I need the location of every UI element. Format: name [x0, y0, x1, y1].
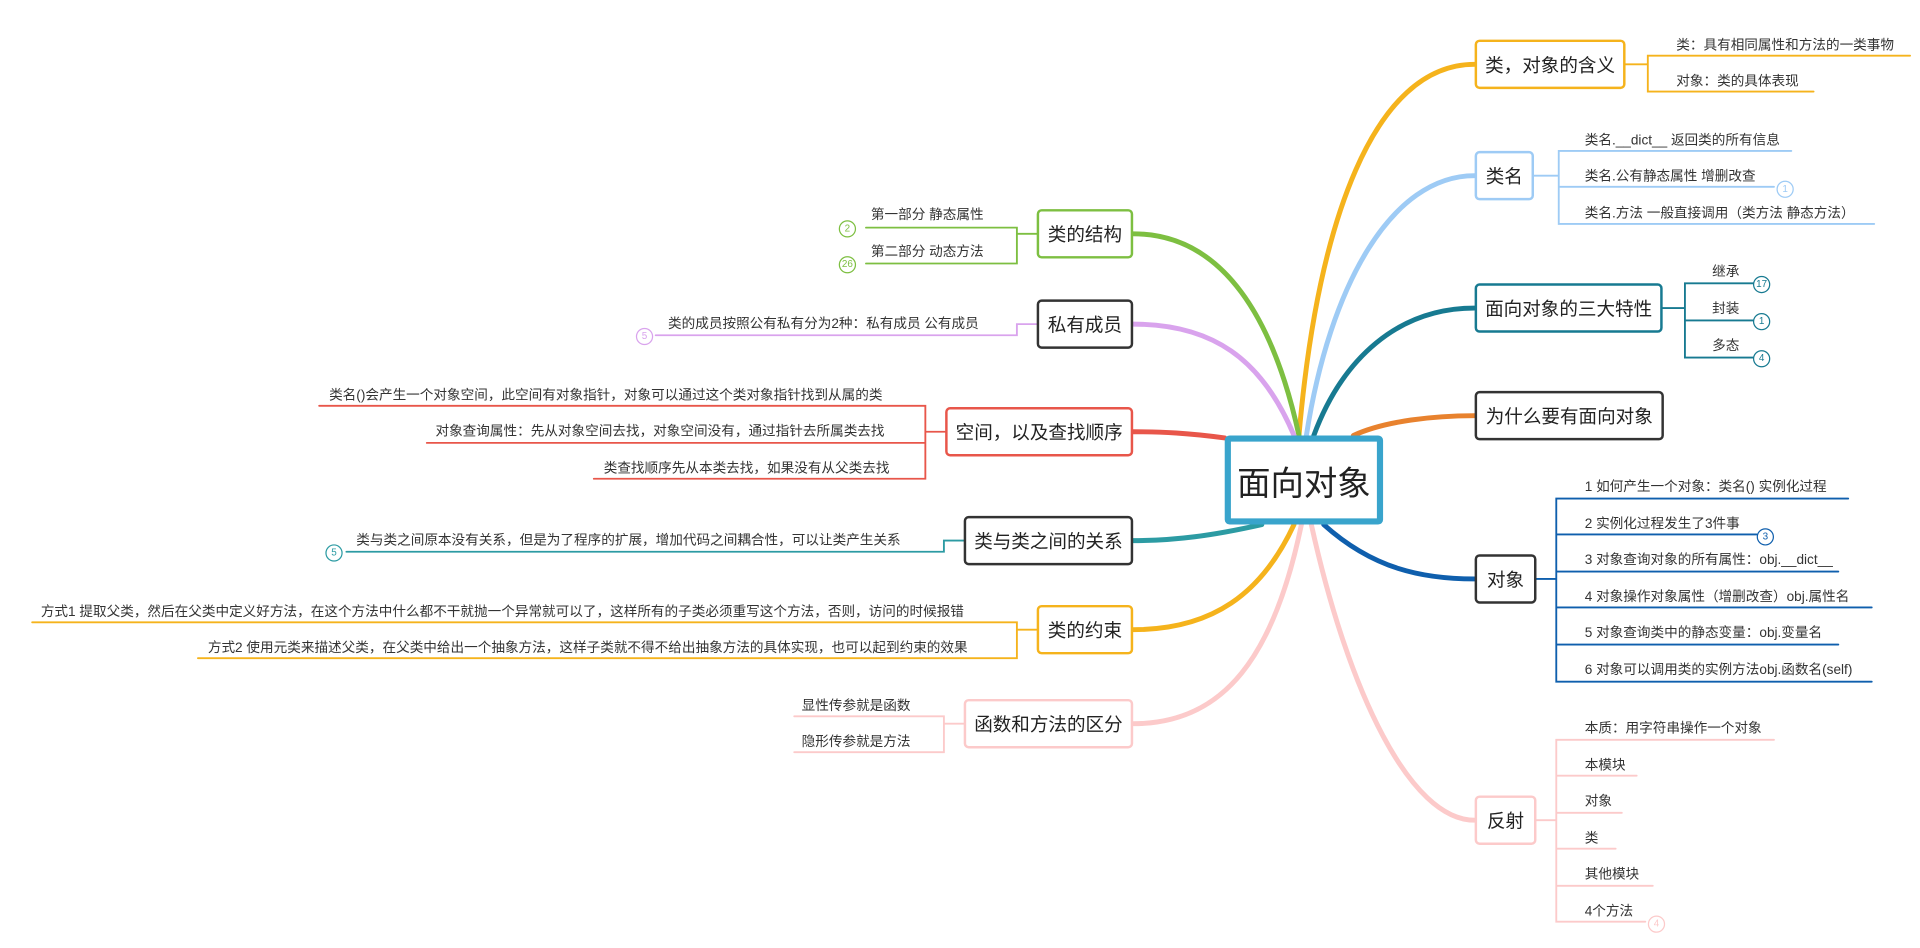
topic-three-features[interactable]: 面向对象的三大特性: [1474, 283, 1663, 333]
branch-l6: [793, 715, 965, 754]
branch-l2: [654, 323, 1038, 337]
link-central-t2: [1303, 173, 1478, 438]
link-central-t6: [1308, 522, 1478, 823]
subtopic[interactable]: 类名.公有静态属性 增删改查: [1584, 169, 1756, 185]
subtopic[interactable]: 5 对象查询类中的静态变量：obj.变量名: [1584, 625, 1823, 641]
subtopic[interactable]: 4个方法: [1584, 904, 1634, 920]
subtopic[interactable]: 本模块: [1584, 758, 1626, 774]
branch-t5: [1535, 497, 1873, 683]
subtopic[interactable]: 对象: [1584, 794, 1612, 810]
subtopic[interactable]: 方式1 提取父类，然后在父类中定义好方法，在这个方法中什么都不干就抛一个异常就可…: [40, 604, 964, 620]
topic-class-name[interactable]: 类名: [1474, 150, 1535, 201]
subtopic[interactable]: 2 实例化过程发生了3件事: [1584, 517, 1740, 532]
central-topic[interactable]: 面向对象: [1224, 435, 1384, 525]
subtopic[interactable]: 1 如何产生一个对象：类名() 实例化过程: [1584, 479, 1827, 495]
branch-t6: [1535, 738, 1775, 923]
subtopic[interactable]: 隐形传参就是方法: [801, 734, 911, 750]
collapsed-count-badge[interactable]: 5: [635, 327, 654, 346]
subtopic[interactable]: 显性传参就是函数: [801, 698, 911, 714]
subtopic[interactable]: 类名.方法 一般直接调用（类方法 静态方法）: [1584, 206, 1855, 222]
topic-private-members[interactable]: 私有成员: [1036, 299, 1134, 349]
subtopic[interactable]: 对象：类的具体表现: [1676, 74, 1799, 90]
link-central-l4: [1130, 522, 1265, 544]
subtopic[interactable]: 类名.__dict__ 返回类的所有信息: [1584, 133, 1780, 149]
subtopic[interactable]: 4 对象操作对象属性（增删改查）obj.属性名: [1584, 590, 1850, 605]
subtopic[interactable]: 本质：用字符串操作一个对象: [1584, 721, 1762, 737]
topic-function-vs-method[interactable]: 函数和方法的区分: [963, 698, 1134, 749]
collapsed-count-badge[interactable]: 4: [1647, 915, 1666, 933]
collapsed-count-badge[interactable]: 17: [1752, 275, 1771, 294]
link-central-l3: [1130, 429, 1228, 441]
collapsed-count-badge[interactable]: 5: [325, 544, 343, 562]
subtopic[interactable]: 第一部分 静态属性: [870, 207, 984, 223]
link-central-t4: [1350, 413, 1478, 438]
subtopic[interactable]: 继承: [1712, 264, 1740, 280]
branch-l1: [865, 226, 1038, 265]
subtopic[interactable]: 类的成员按照公有私有分为2种：私有成员 公有成员: [668, 316, 979, 332]
subtopic[interactable]: 类: [1584, 831, 1599, 847]
collapsed-count-badge[interactable]: 1: [1776, 180, 1794, 198]
topic-why-oop[interactable]: 为什么要有面向对象: [1474, 390, 1664, 441]
subtopic[interactable]: 类查找顺序先从本类去找，如果没有从父类去找: [603, 461, 890, 477]
collapsed-count-badge[interactable]: 2: [838, 220, 857, 238]
branch-l3: [318, 404, 947, 480]
subtopic[interactable]: 类与类之间原本没有关系，但是为了程序的扩展，增加代码之间耦合性，可以让类产生关系: [356, 533, 901, 549]
subtopic[interactable]: 类：具有相同属性和方法的一类事物: [1676, 38, 1895, 54]
collapsed-count-badge[interactable]: 1: [1752, 312, 1771, 331]
branch-l5: [31, 621, 1038, 660]
link-central-l2: [1130, 321, 1297, 438]
link-central-l5: [1130, 522, 1297, 633]
topic-class-constraints[interactable]: 类的约束: [1036, 604, 1134, 655]
subtopic[interactable]: 其他模块: [1584, 867, 1640, 883]
topic-namespace-lookup[interactable]: 空间，以及查找顺序: [945, 407, 1134, 457]
branch-t1: [1624, 54, 1912, 93]
subtopic[interactable]: 类名()会产生一个对象空间，此空间有对象指针，对象可以通过这个类对象指针找到从属…: [329, 388, 883, 404]
collapsed-count-badge[interactable]: 4: [1752, 350, 1771, 368]
branch-l4: [345, 539, 965, 553]
branch-t3: [1661, 282, 1756, 359]
subtopic[interactable]: 3 对象查询对象的所有属性：obj.__dict__: [1584, 552, 1833, 568]
link-central-t1: [1296, 61, 1478, 438]
subtopic[interactable]: 对象查询属性：先从对象空间去找，对象空间没有，通过指针去所属类去找: [435, 424, 885, 440]
link-central-t5: [1321, 522, 1478, 582]
topic-class-relations[interactable]: 类与类之间的关系: [963, 515, 1134, 566]
link-central-t3: [1311, 305, 1478, 438]
branch-t2: [1533, 149, 1876, 225]
topic-class-structure[interactable]: 类的结构: [1036, 209, 1134, 259]
subtopic[interactable]: 第二部分 动态方法: [870, 244, 984, 260]
subtopic[interactable]: 方式2 使用元类来描述父类，在父类中给出一个抽象方法，这样子类就不得不给出抽象方…: [207, 640, 968, 656]
collapsed-count-badge[interactable]: 26: [838, 256, 857, 274]
subtopic[interactable]: 封装: [1712, 301, 1740, 317]
subtopic[interactable]: 多态: [1712, 338, 1740, 354]
link-central-l6: [1130, 522, 1304, 727]
link-central-l1: [1130, 231, 1302, 438]
topic-object[interactable]: 对象: [1474, 554, 1537, 604]
topic-reflection[interactable]: 反射: [1474, 795, 1537, 845]
collapsed-count-badge[interactable]: 3: [1756, 528, 1775, 546]
subtopic[interactable]: 6 对象可以调用类的实例方法obj.函数名(self): [1584, 663, 1853, 678]
topic-class-object-meaning[interactable]: 类，对象的含义: [1474, 39, 1626, 90]
